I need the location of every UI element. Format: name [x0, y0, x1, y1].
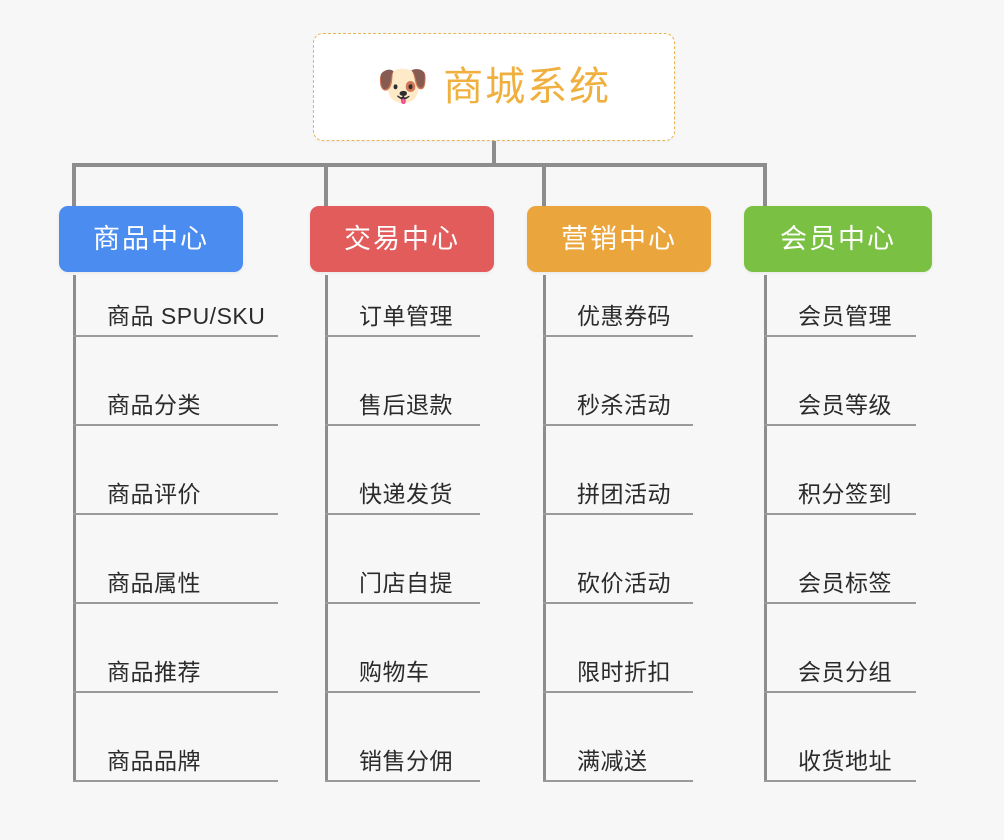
connector-bus [72, 163, 767, 167]
leaf-item-label: 商品评价 [107, 480, 201, 507]
leaf-item[interactable]: 商品分类 [73, 364, 278, 426]
category-box-4[interactable]: 会员中心 [744, 206, 932, 272]
connector-drop-4 [763, 163, 767, 206]
connector-drop-3 [542, 163, 546, 206]
leaf-item-label: 销售分佣 [359, 747, 453, 774]
leaf-item[interactable]: 会员管理 [764, 275, 916, 337]
leaf-item-label: 会员分组 [798, 658, 892, 685]
leaf-item-label: 商品属性 [107, 569, 201, 596]
category-label: 商品中心 [93, 223, 209, 254]
leaf-item-label: 会员等级 [798, 391, 892, 418]
category-label: 营销中心 [561, 223, 677, 254]
leaf-item-label: 拼团活动 [577, 480, 671, 507]
leaf-item-label: 砍价活动 [577, 569, 671, 596]
leaf-item-label: 购物车 [359, 658, 430, 685]
branch-trunk [325, 275, 328, 782]
leaf-item-label: 快递发货 [359, 480, 453, 507]
leaf-item[interactable]: 满减送 [543, 720, 693, 782]
category-box-2[interactable]: 交易中心 [310, 206, 494, 272]
leaf-item[interactable]: 优惠券码 [543, 275, 693, 337]
connector-drop-1 [72, 163, 76, 206]
leaf-item-label: 积分签到 [798, 480, 892, 507]
branch-trunk [764, 275, 767, 782]
category-label: 交易中心 [344, 223, 460, 254]
leaf-item[interactable]: 砍价活动 [543, 542, 693, 604]
leaf-item[interactable]: 商品 SPU/SKU [73, 275, 278, 337]
leaf-item-label: 商品分类 [107, 391, 201, 418]
leaf-item[interactable]: 商品品牌 [73, 720, 278, 782]
leaf-item[interactable]: 会员分组 [764, 631, 916, 693]
leaf-item-label: 收货地址 [798, 747, 892, 774]
branch-trunk [73, 275, 76, 782]
connector-root-stem [492, 141, 496, 167]
leaf-item-label: 秒杀活动 [577, 391, 671, 418]
leaf-item[interactable]: 秒杀活动 [543, 364, 693, 426]
leaf-item[interactable]: 商品推荐 [73, 631, 278, 693]
leaf-item[interactable]: 拼团活动 [543, 453, 693, 515]
leaf-item[interactable]: 限时折扣 [543, 631, 693, 693]
category-box-1[interactable]: 商品中心 [59, 206, 243, 272]
leaf-item[interactable]: 会员等级 [764, 364, 916, 426]
leaf-item-label: 订单管理 [359, 302, 453, 329]
leaf-item-label: 商品品牌 [107, 747, 201, 774]
leaf-item[interactable]: 商品评价 [73, 453, 278, 515]
leaf-item-label: 会员标签 [798, 569, 892, 596]
leaf-item[interactable]: 购物车 [325, 631, 480, 693]
leaf-item[interactable]: 售后退款 [325, 364, 480, 426]
shiba-dog-face-icon: 🐶 [376, 62, 430, 109]
root-title: 商城系统 [443, 65, 612, 109]
leaf-item[interactable]: 积分签到 [764, 453, 916, 515]
connector-drop-2 [324, 163, 328, 206]
category-label: 会员中心 [780, 223, 896, 254]
leaf-item-label: 售后退款 [359, 391, 453, 418]
leaf-item[interactable]: 收货地址 [764, 720, 916, 782]
branch-trunk [543, 275, 546, 782]
leaf-item-label: 门店自提 [359, 569, 453, 596]
leaf-item[interactable]: 门店自提 [325, 542, 480, 604]
root-node[interactable]: 🐶 商城系统 [313, 33, 675, 141]
leaf-item[interactable]: 快递发货 [325, 453, 480, 515]
leaf-item[interactable]: 商品属性 [73, 542, 278, 604]
leaf-item-label: 商品推荐 [107, 658, 201, 685]
category-box-3[interactable]: 营销中心 [527, 206, 711, 272]
leaf-item[interactable]: 订单管理 [325, 275, 480, 337]
leaf-item-label: 满减送 [577, 747, 648, 774]
leaf-item[interactable]: 销售分佣 [325, 720, 480, 782]
leaf-item-label: 限时折扣 [577, 658, 671, 685]
leaf-item[interactable]: 会员标签 [764, 542, 916, 604]
leaf-item-label: 会员管理 [798, 302, 892, 329]
leaf-item-label: 优惠券码 [577, 302, 671, 329]
leaf-item-label: 商品 SPU/SKU [107, 302, 266, 329]
